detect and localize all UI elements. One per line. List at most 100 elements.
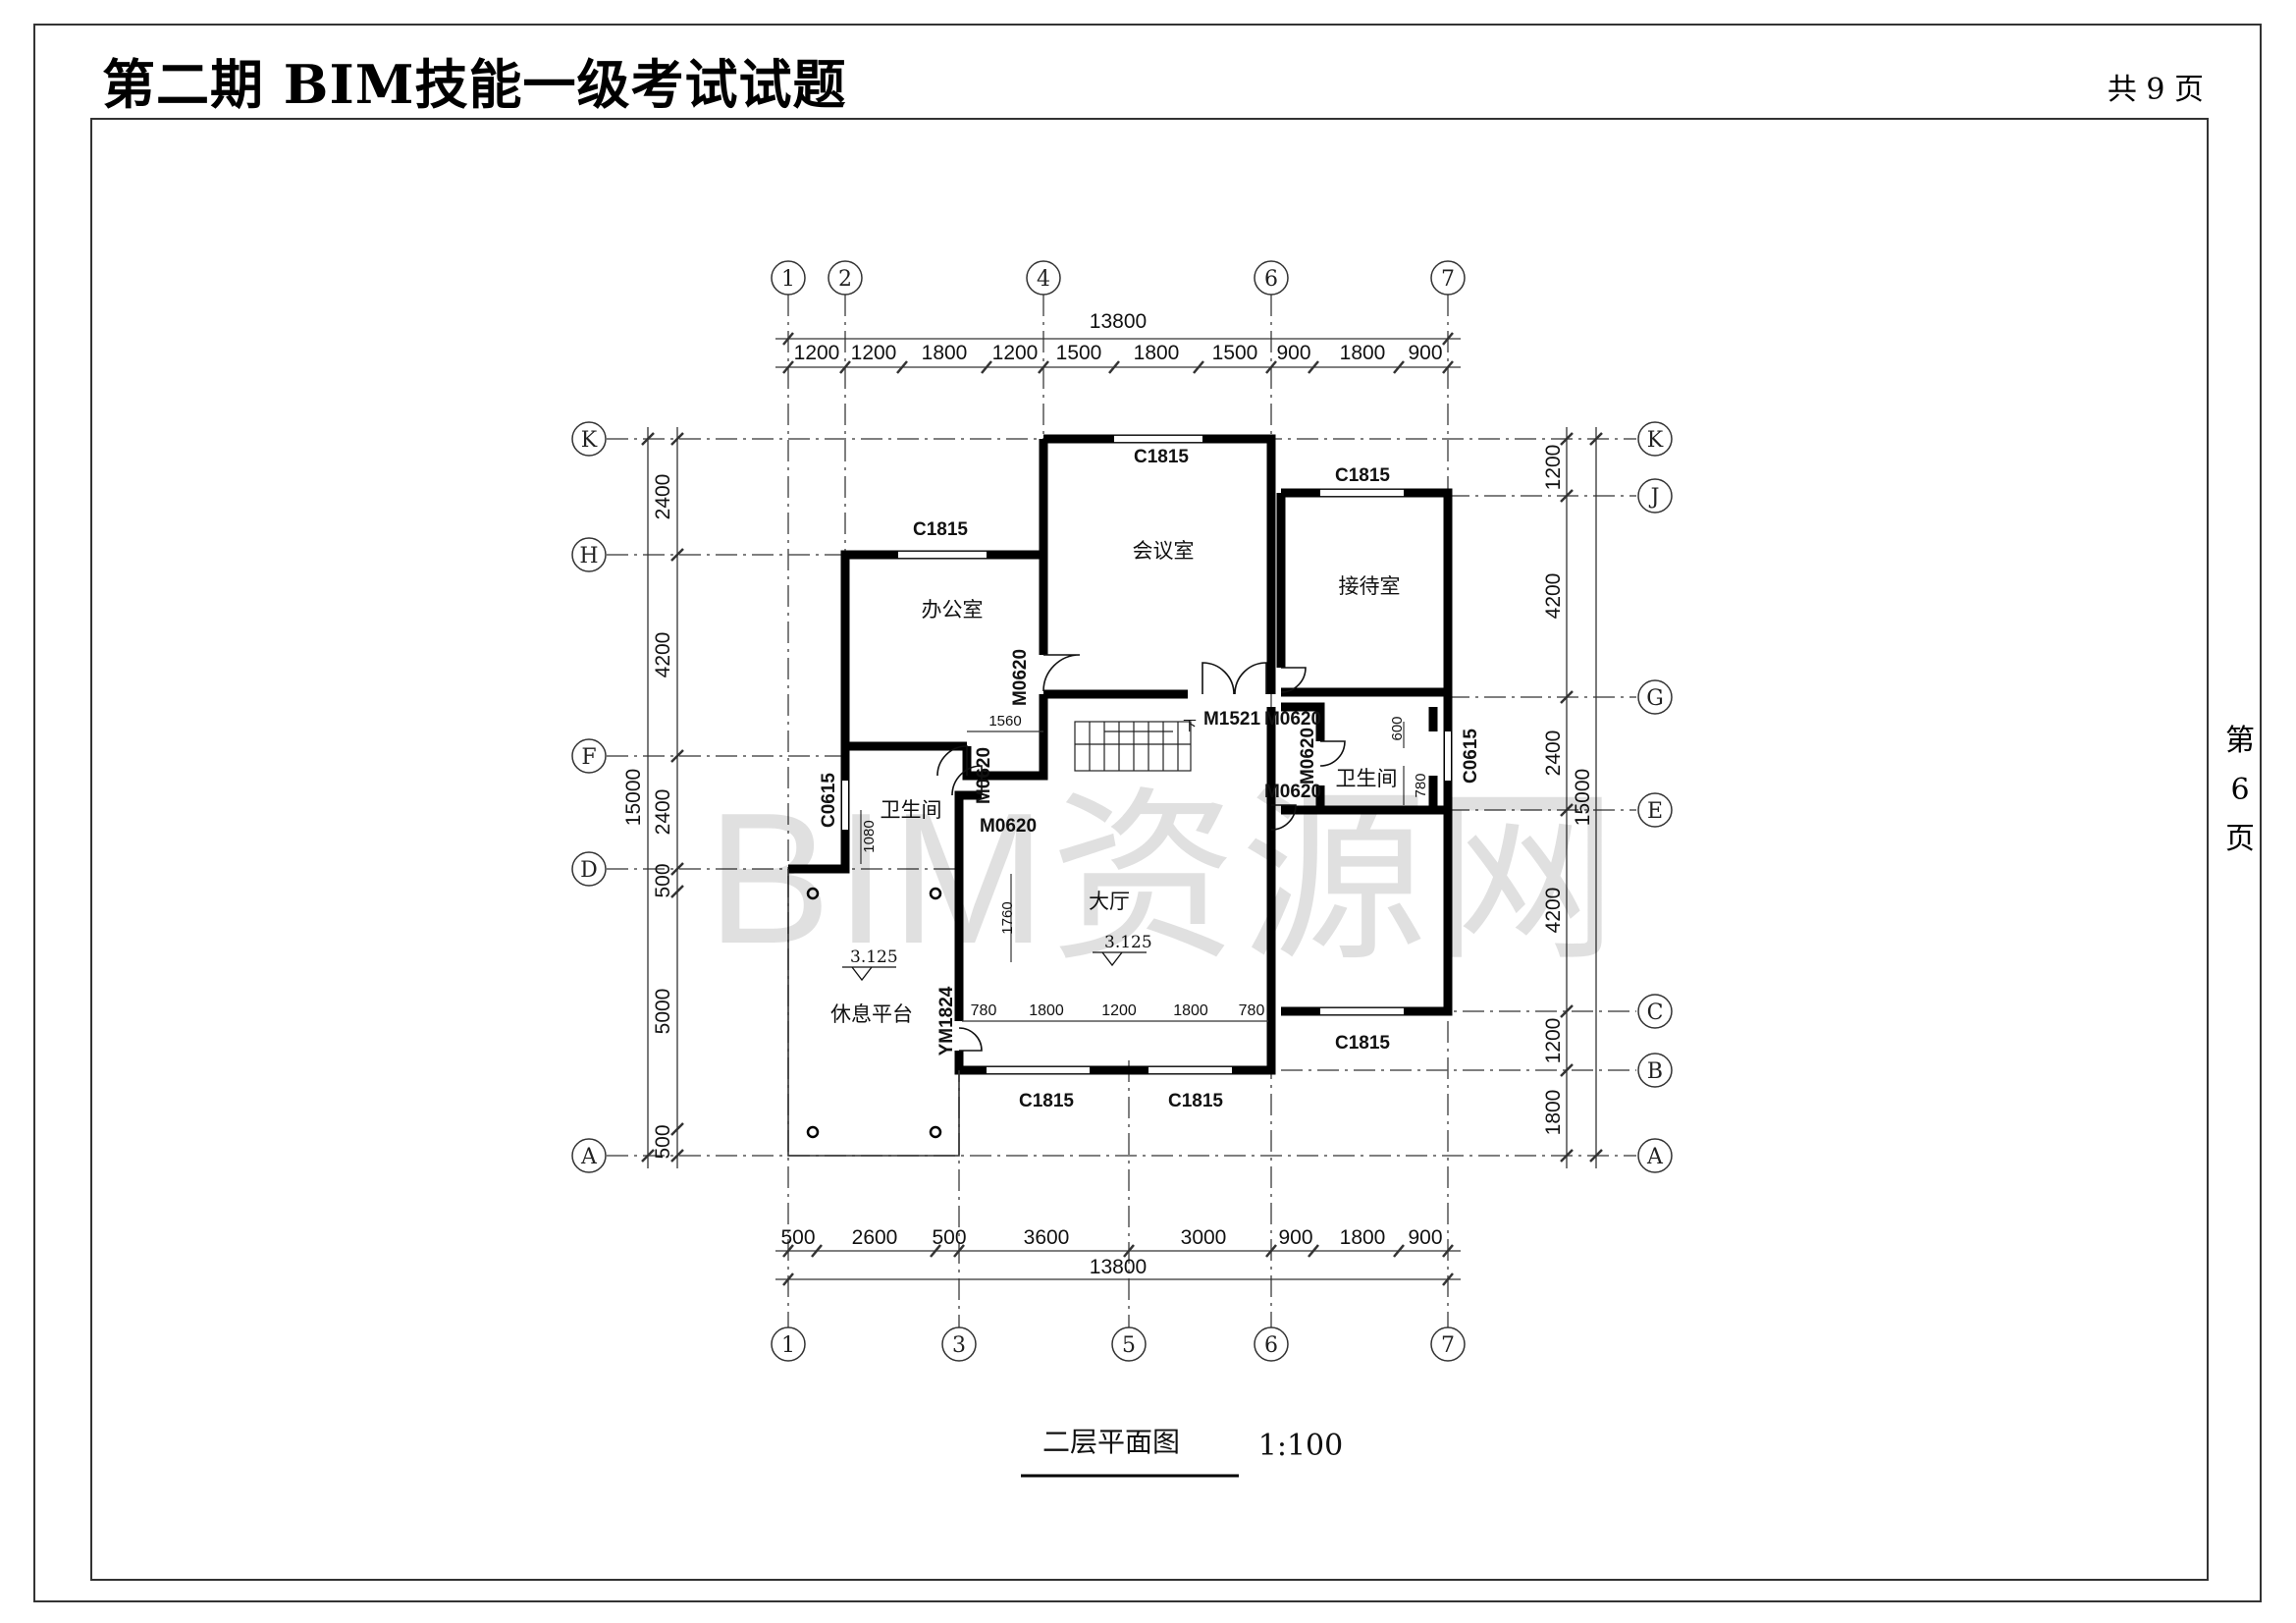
axis-top-4: 4: [1037, 267, 1050, 292]
terrace-columns: [806, 887, 942, 1139]
interior-dim-texts: 1560 1080 1760 600 780: [861, 713, 1429, 935]
page-prefix: 第: [2225, 724, 2255, 758]
windows: [842, 436, 1451, 1073]
window-c0615-right: C0615: [1461, 729, 1481, 784]
dim-top-10: 900: [1408, 342, 1442, 364]
door-m0620-d: M0620: [1010, 649, 1031, 706]
drawing-scale: 1:100: [1258, 1429, 1343, 1463]
dim-right-3: 2400: [1542, 730, 1565, 777]
window-c1815-bottom-a: C1815: [1019, 1091, 1074, 1111]
dim-bottom-total: 13800: [1090, 1256, 1147, 1278]
dim-top-1: 1200: [794, 342, 840, 364]
dim-top-9: 1800: [1340, 342, 1386, 364]
door-m0620-a: M0620: [1264, 709, 1321, 730]
dim-600: 600: [1389, 716, 1406, 740]
total-pages: 共 9 页: [2107, 73, 2204, 107]
window-c1815-bottom-b: C1815: [1168, 1091, 1223, 1111]
dim-top-total: 13800: [1090, 310, 1147, 333]
page-suffix: 页: [2225, 822, 2255, 856]
room-office: 办公室: [922, 598, 984, 622]
dim-right-total: 15000: [1572, 769, 1594, 826]
hall-dim-1: 780: [971, 1002, 997, 1019]
drawing-title: 二层平面图: [1042, 1426, 1180, 1458]
axis-bubbles: [571, 260, 1673, 1362]
elevation-marks: [842, 951, 1147, 982]
dimension-ticks: [641, 332, 1603, 1286]
dim-left-6: 500: [652, 1124, 674, 1159]
elevation-hall: 3.125: [1104, 933, 1152, 952]
hall-dim-5: 780: [1239, 1002, 1265, 1019]
page-number-value: 6: [2230, 773, 2250, 807]
room-reception: 接待室: [1339, 574, 1401, 598]
dim-right-5: 1200: [1542, 1018, 1565, 1064]
axis-right-A: A: [1646, 1145, 1664, 1169]
dim-right-1: 1200: [1542, 445, 1565, 491]
dimension-texts-bottom: 500 2600 500 3600 3000 900 1800 900 1380…: [780, 1226, 1442, 1278]
elevation-texts: 3.125 3.125: [850, 933, 1152, 967]
dimension-lines: [647, 338, 1597, 1280]
dim-right-4: 4200: [1542, 888, 1565, 934]
dim-top-7: 1500: [1212, 342, 1258, 364]
dim-right-2: 4200: [1542, 573, 1565, 620]
window-c1815-reception: C1815: [1335, 465, 1390, 486]
room-wc-right: 卫生间: [1336, 767, 1398, 790]
axis-top-1: 1: [781, 267, 795, 292]
dim-bottom-7: 1800: [1340, 1226, 1386, 1249]
dim-top-4: 1200: [992, 342, 1039, 364]
drawing-frame: [90, 118, 2209, 1581]
room-wc-left: 卫生间: [881, 798, 942, 822]
dimension-texts-left: 2400 4200 2400 500 5000 500 15000: [622, 474, 674, 1160]
dimension-texts-right: 1200 4200 2400 4200 1200 1800 15000: [1542, 445, 1594, 1136]
page-number: 第 6 页: [2220, 717, 2260, 864]
dim-left-5: 5000: [652, 989, 674, 1035]
axis-bottom-1: 1: [781, 1333, 795, 1358]
axis-right-E: E: [1647, 799, 1663, 824]
dim-1760: 1760: [999, 901, 1016, 934]
door-ym1824: YM1824: [936, 986, 957, 1055]
window-frames: [898, 434, 1404, 1075]
dim-bottom-4: 3600: [1024, 1226, 1070, 1249]
dim-bottom-2: 2600: [852, 1226, 898, 1249]
dim-left-2: 4200: [652, 632, 674, 678]
window-c1815-office: C1815: [913, 519, 968, 540]
hall-dim-texts: 780 1800 1200 1800 780: [971, 1002, 1265, 1019]
axis-left-H: H: [579, 544, 598, 568]
hall-dim-3: 1200: [1101, 1002, 1137, 1019]
dim-bottom-6: 900: [1278, 1226, 1312, 1249]
axis-left-F: F: [581, 745, 596, 770]
axis-left-D: D: [580, 858, 598, 883]
hall-dim-4: 1800: [1173, 1002, 1208, 1019]
elevation-terrace: 3.125: [850, 947, 898, 967]
axis-left-A: A: [580, 1145, 598, 1169]
terrace-outline: [787, 869, 960, 1157]
dim-left-total: 15000: [622, 769, 645, 826]
dim-bottom-8: 900: [1408, 1226, 1442, 1249]
dim-left-1: 2400: [652, 474, 674, 520]
door-m0620-e: M0620: [974, 747, 994, 804]
axis-right-G: G: [1646, 686, 1664, 711]
dim-top-2: 1200: [851, 342, 897, 364]
axis-top-6: 6: [1264, 267, 1278, 292]
axis-right-K: K: [1647, 428, 1664, 453]
axis-bottom-3: 3: [952, 1333, 966, 1358]
axis-right-B: B: [1647, 1059, 1663, 1084]
dim-left-4: 500: [652, 863, 674, 897]
window-c0615-left: C0615: [819, 773, 839, 828]
room-meeting: 会议室: [1133, 539, 1195, 563]
drawing-sheet-border: [33, 24, 2262, 1602]
dim-1560: 1560: [988, 713, 1021, 730]
door-m0620-b: M0620: [980, 816, 1037, 837]
axis-bottom-5: 5: [1122, 1333, 1136, 1358]
door-m1521: M1521: [1203, 709, 1261, 730]
axis-bottom-7: 7: [1441, 1333, 1455, 1358]
room-hall: 大厅: [1089, 890, 1130, 913]
window-c1815-top: C1815: [1134, 447, 1189, 467]
axis-right-J: J: [1649, 485, 1660, 510]
watermark: BIM资源网: [707, 775, 1622, 983]
dim-780: 780: [1413, 773, 1429, 797]
axis-top-7: 7: [1441, 267, 1455, 292]
dimension-texts-top: 13800 1200 1200 1800 1200 1500 1800 1500…: [794, 310, 1443, 364]
axis-labels: 1 2 4 6 7 1 3 5 6 7 K H F D A K J G E C …: [579, 267, 1664, 1358]
dim-left-3: 2400: [652, 789, 674, 836]
exam-title: 第二期 BIM技能一级考试试题: [102, 53, 847, 116]
